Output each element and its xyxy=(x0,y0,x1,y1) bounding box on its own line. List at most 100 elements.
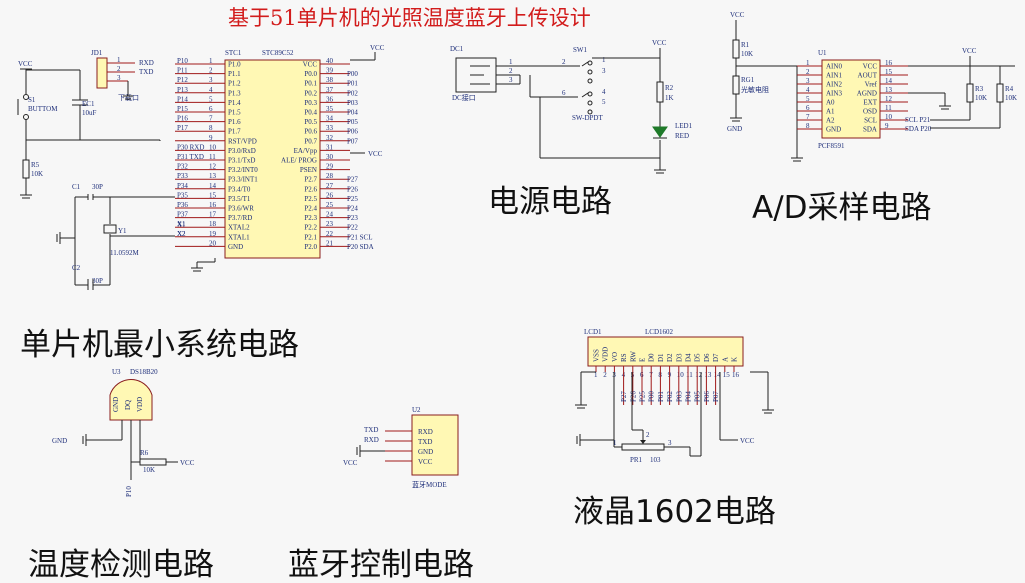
vcc-label-8: VCC xyxy=(180,459,195,467)
mcu-pin-num: 3 xyxy=(209,76,213,84)
u2-ref: U2 xyxy=(412,406,421,414)
r1-val: 10K xyxy=(741,50,753,58)
lcd-net-label: P02 xyxy=(666,391,674,402)
mcu-pin-num: 39 xyxy=(326,67,334,75)
mcu-part: STC89C52 xyxy=(262,49,294,57)
rg1-note: 光敏电阻 xyxy=(741,85,769,94)
c1-val: 30P xyxy=(92,183,103,191)
heading-bt: 蓝牙控制电路 xyxy=(288,547,474,583)
sw1-name: SW-DPDT xyxy=(572,114,603,122)
lcd-pin-name: K xyxy=(731,357,739,362)
u3-pin-dq: DQ xyxy=(124,400,132,410)
mcu-net-label: P30 RXD xyxy=(177,143,204,151)
mcu-pin-name: P3.0/RxD xyxy=(228,147,256,155)
lcd-pin-name: D3 xyxy=(675,353,683,362)
pcf-pin-name: VCC xyxy=(863,63,878,71)
vcc-label-2: VCC xyxy=(370,44,385,52)
mcu-pin-name: P1.2 xyxy=(228,80,241,88)
jd1-header xyxy=(96,57,108,89)
pcf8591-chip xyxy=(821,59,881,139)
mcu-pin-num: 4 xyxy=(209,86,213,94)
mcu-pin-num: 38 xyxy=(326,76,334,84)
r2-ref: R2 xyxy=(665,84,674,92)
lcd-pin-name: E xyxy=(639,358,647,362)
pcf-pin-num: 6 xyxy=(806,104,810,112)
svg-text:1: 1 xyxy=(117,56,121,64)
c2-ref: C2 xyxy=(72,264,81,272)
lcd-pin-name: VO xyxy=(611,352,619,362)
lcd-pin-num: 14 xyxy=(714,371,722,379)
x1-label: X1 xyxy=(177,221,186,229)
mcu-pin-num: 5 xyxy=(209,95,213,103)
mcu-net-label: P21 SCL xyxy=(347,233,372,241)
mcu-pin-name: P0.6 xyxy=(304,128,317,136)
mcu-pin-num: 25 xyxy=(326,201,334,209)
lcd-net-label: P27 xyxy=(620,391,628,402)
mcu-pin-num: 40 xyxy=(326,57,334,65)
mcu-net-label: P10 xyxy=(177,57,188,65)
svg-text:5: 5 xyxy=(602,98,606,106)
mcu-pin-num: 8 xyxy=(209,124,213,132)
mcu-pin-num: 24 xyxy=(326,211,334,219)
pr1-ref: PR1 xyxy=(630,456,643,464)
mcu-pin-num: 17 xyxy=(209,211,217,219)
ds18b20-sensor xyxy=(109,379,153,421)
lcd-net-label: P07 xyxy=(712,391,720,402)
x2-label: X2 xyxy=(177,230,186,238)
lcd-pin-num: 16 xyxy=(732,371,740,379)
mcu-pin-name: P3.1/TxD xyxy=(228,157,255,165)
mcu-pin-name: P0.5 xyxy=(304,118,317,126)
jd1-txd: TXD xyxy=(139,68,153,76)
lcd-pin-name: D0 xyxy=(648,353,656,362)
u2-net-rxd: RXD xyxy=(364,436,379,444)
vcc-label-7: VCC xyxy=(740,437,755,445)
mcu-pin-name: P2.6 xyxy=(304,185,317,193)
pr1-potentiometer xyxy=(621,443,665,451)
lcd-pin-name: D2 xyxy=(666,353,674,362)
mcu-left-pins: P1.01P10P1.12P11P1.23P12P1.34P13P1.45P14… xyxy=(175,57,258,251)
svg-text:1: 1 xyxy=(602,56,606,64)
mcu-net-label: P11 xyxy=(177,67,188,75)
lcd-pin-name: RS xyxy=(620,353,628,362)
mcu-pin-num: 10 xyxy=(209,143,217,151)
mcu-pin-name: XTAL2 xyxy=(228,224,250,232)
mcu-pin-name: P0.4 xyxy=(304,109,317,117)
mcu-net-label: P14 xyxy=(177,95,188,103)
svg-text:2: 2 xyxy=(117,65,121,73)
vcc-label-9: VCC xyxy=(343,459,358,467)
u2-pin-rxd: RXD xyxy=(418,428,433,436)
mcu-net-label: P17 xyxy=(177,124,188,132)
mcu-pin-num: 30 xyxy=(326,153,334,161)
pcf-net-label: SCL P21 xyxy=(905,116,931,124)
lcd-pin-name: D4 xyxy=(685,353,693,362)
lcd-pin-num: 15 xyxy=(723,371,731,379)
lcd-pin-name: VSS xyxy=(593,349,601,362)
temp-p10: P10 xyxy=(125,486,133,497)
mcu-pin-num: 12 xyxy=(209,163,217,171)
svg-text:1: 1 xyxy=(509,58,513,66)
mcu-pin-name: P2.3 xyxy=(304,214,317,222)
vcc-label-3: VCC xyxy=(368,150,383,158)
mcu-pin-name: P1.1 xyxy=(228,70,241,78)
mcu-pin-name: P2.2 xyxy=(304,224,317,232)
mcu-pin-num: 22 xyxy=(326,230,334,238)
vcc-label-6: VCC xyxy=(962,47,977,55)
mcu-pin-name: P1.7 xyxy=(228,128,241,136)
mcu-pin-num: 28 xyxy=(326,172,334,180)
mcu-pin-name: P0.0 xyxy=(304,70,317,78)
lcd-pin-name: D7 xyxy=(712,353,720,362)
c2-val: 30P xyxy=(92,277,103,285)
pcf-pin-name: AIN1 xyxy=(826,72,842,80)
lcd-net-label: P26 xyxy=(629,391,637,402)
u2-note: 蓝牙MODE xyxy=(412,480,447,489)
power-section: DC1 DC接口 123 SW1 26 13 45 SW-DPDT VCC R2… xyxy=(450,39,693,174)
jd1-ref: JD1 xyxy=(91,49,103,57)
mcu-pin-name: P0.7 xyxy=(304,137,317,145)
mcu-pin-name: PSEN xyxy=(300,166,317,174)
heading-temp: 温度检测电路 xyxy=(28,547,214,583)
mcu-net-label: P25 xyxy=(347,195,358,203)
mcu-net-label: P27 xyxy=(347,176,358,184)
mcu-net-label: P31 TXD xyxy=(177,153,204,161)
lcd-pin-num: 2 xyxy=(603,371,607,379)
